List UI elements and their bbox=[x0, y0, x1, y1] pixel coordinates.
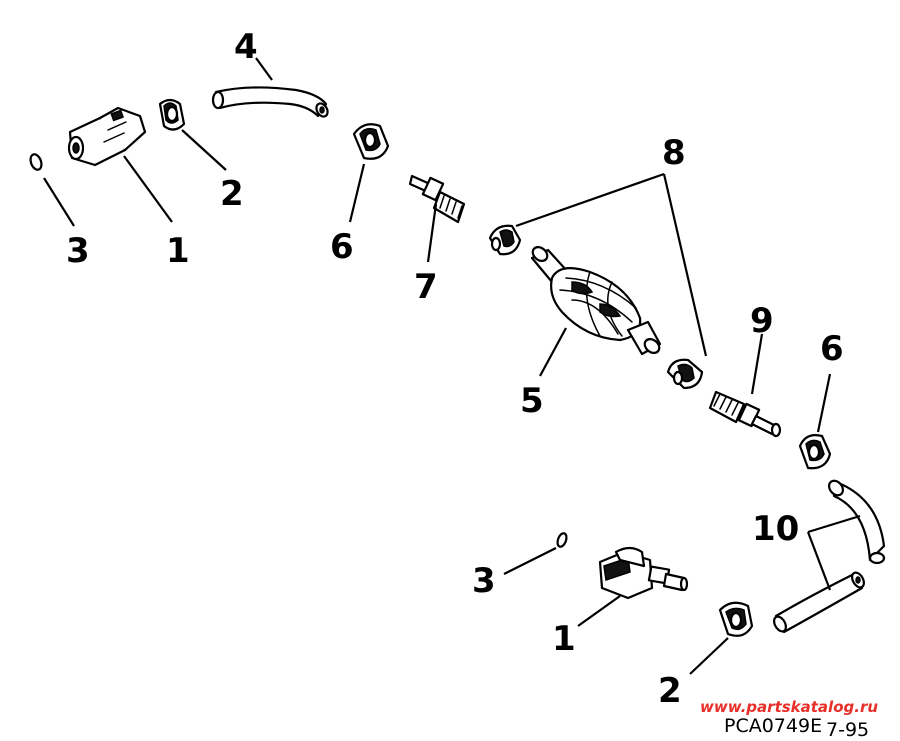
leader-10-lower bbox=[806, 531, 832, 591]
callout-6-lower: 6 bbox=[820, 329, 844, 369]
callout-1-upper: 1 bbox=[166, 231, 190, 271]
date-code: 7-95 bbox=[826, 719, 869, 741]
fuel-hose-long bbox=[773, 479, 886, 634]
leader-lines bbox=[43, 57, 861, 675]
callout-labels: 3 1 2 4 6 7 8 5 9 6 10 3 1 2 bbox=[66, 27, 844, 711]
callout-8: 8 bbox=[662, 133, 686, 173]
hose-fitting-lower bbox=[708, 390, 782, 438]
callout-4: 4 bbox=[234, 27, 258, 67]
callout-1-lower: 1 bbox=[552, 619, 576, 659]
fuel-connector-upper bbox=[67, 106, 147, 167]
leader-2-lower bbox=[689, 637, 729, 675]
callout-2-upper: 2 bbox=[220, 174, 244, 214]
callout-10: 10 bbox=[752, 509, 799, 549]
callout-3-upper: 3 bbox=[66, 231, 90, 271]
leader-1-lower bbox=[577, 595, 621, 627]
hose-clamp-bulb-outlet bbox=[666, 358, 704, 390]
callout-3-lower: 3 bbox=[472, 561, 496, 601]
leader-4 bbox=[255, 57, 273, 81]
leader-6-upper bbox=[348, 163, 366, 223]
leader-7 bbox=[426, 203, 438, 263]
leader-3-upper bbox=[43, 177, 75, 227]
fuel-connector-lower bbox=[598, 546, 689, 600]
leader-6-lower bbox=[816, 373, 832, 433]
watermark-text: www.partskatalog.ru bbox=[700, 698, 878, 716]
leader-3-lower bbox=[503, 547, 557, 575]
hose-clamp-lower-right bbox=[798, 434, 832, 470]
leader-5 bbox=[539, 327, 567, 377]
o-ring-upper bbox=[29, 153, 43, 171]
fuel-hose-short bbox=[211, 86, 329, 118]
hose-clamp-lower bbox=[718, 601, 754, 637]
hose-fitting-upper bbox=[408, 174, 466, 224]
hose-clamp-upper bbox=[158, 98, 186, 131]
leader-10-upper bbox=[807, 514, 861, 534]
leader-8-left bbox=[515, 172, 665, 228]
hose-clamp-bulb-inlet bbox=[488, 224, 522, 256]
o-ring-lower bbox=[556, 532, 568, 548]
callout-5: 5 bbox=[520, 381, 544, 421]
leader-1-upper bbox=[123, 155, 173, 223]
drawing-code: PCA0749E bbox=[724, 715, 822, 737]
callout-2-lower: 2 bbox=[658, 671, 682, 711]
callout-6-upper: 6 bbox=[330, 227, 354, 267]
leader-2-upper bbox=[181, 129, 227, 171]
leader-9 bbox=[750, 333, 764, 395]
callout-9: 9 bbox=[750, 301, 774, 341]
callout-7: 7 bbox=[414, 267, 438, 307]
leader-8-right bbox=[662, 173, 708, 357]
hose-clamp-upper-right bbox=[352, 123, 390, 160]
primer-bulb bbox=[530, 246, 662, 356]
